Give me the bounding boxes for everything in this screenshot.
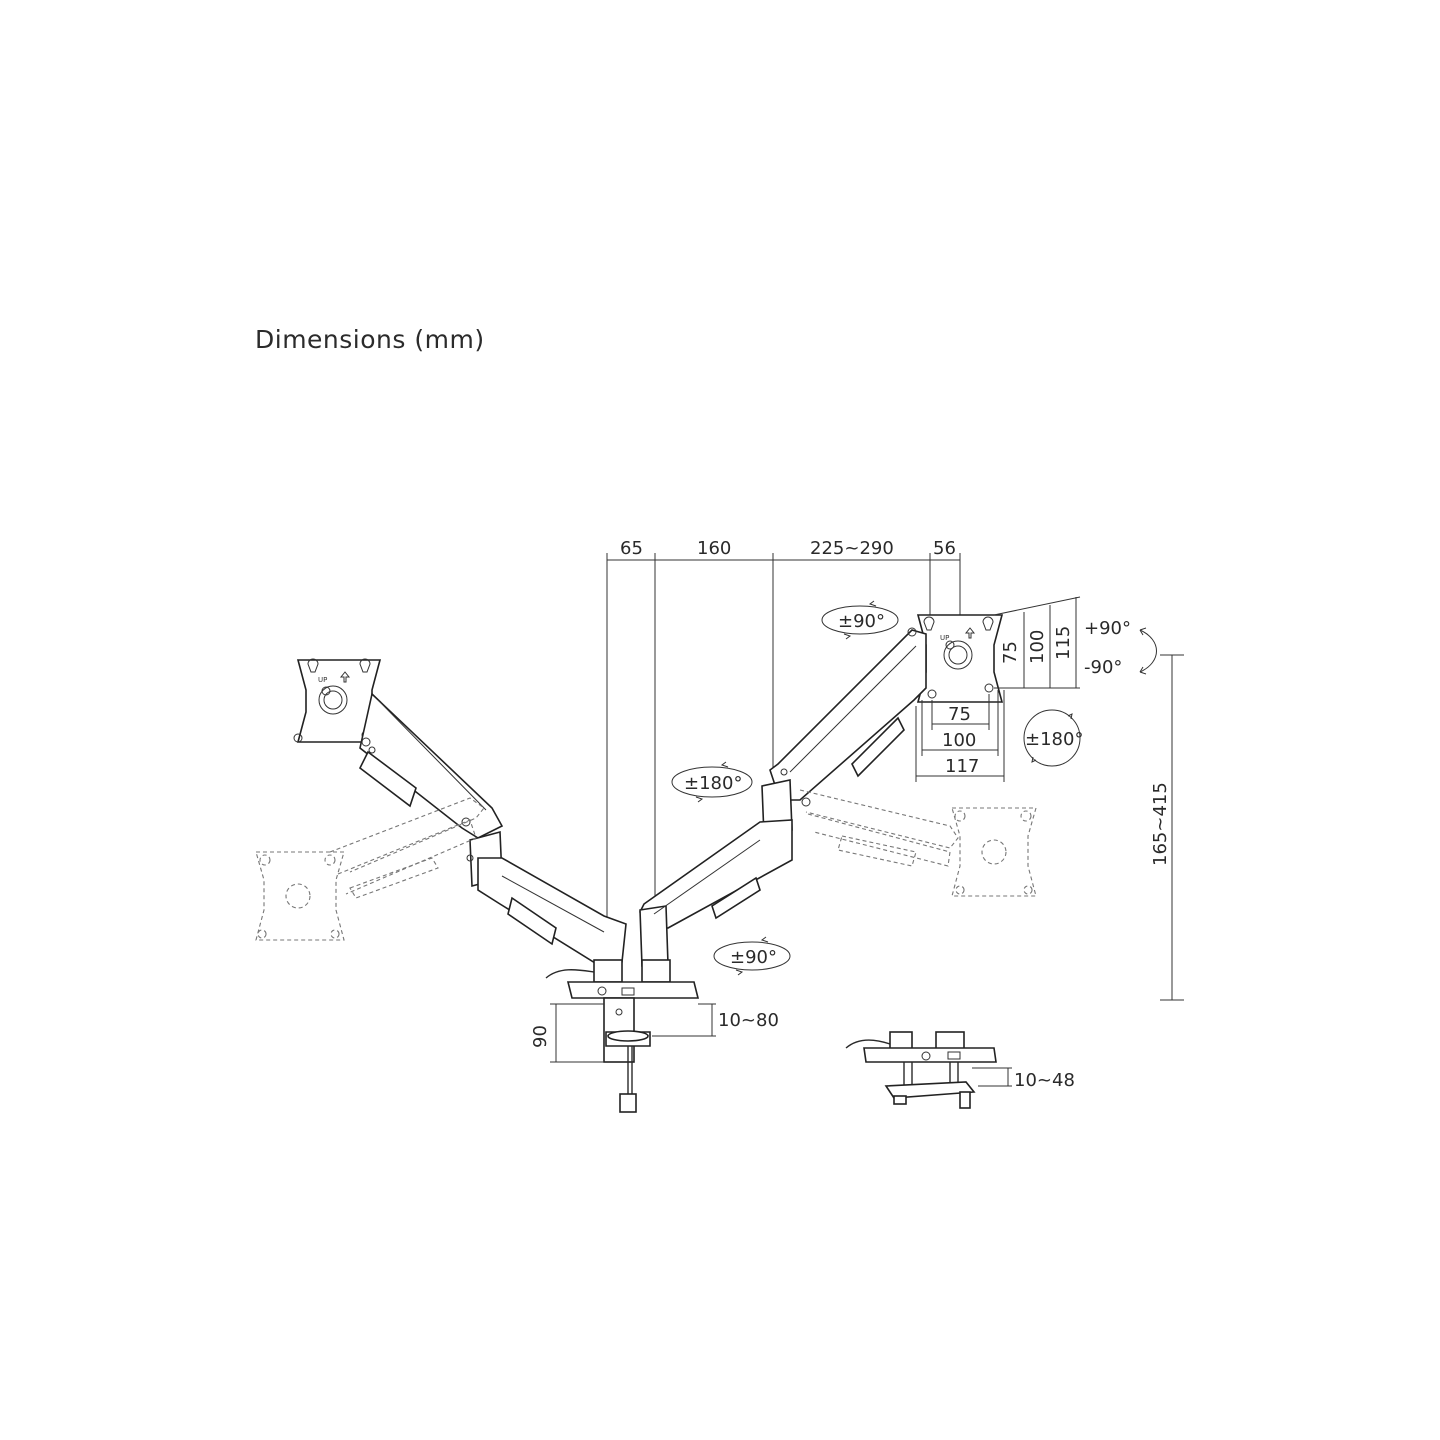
rotation-indicator-right xyxy=(1023,709,1081,767)
tilt-up-label: +90° xyxy=(1084,618,1131,639)
right-vesa-up-label: UP xyxy=(940,634,949,642)
left-ghost-arm xyxy=(255,797,485,941)
dim-65-label: 65 xyxy=(620,538,643,559)
height-dimension xyxy=(1160,654,1184,1001)
right-upper-arm xyxy=(769,627,927,807)
tilt-indicator xyxy=(1139,627,1157,675)
grommet-dimension xyxy=(972,1067,1012,1087)
right-vesa-plate: UP xyxy=(916,614,1004,703)
clamp-dimension xyxy=(550,1003,716,1063)
vesa-115-vertical-label: 115 xyxy=(1053,626,1074,660)
dim-160-label: 160 xyxy=(697,538,731,559)
left-upper-arm xyxy=(358,692,504,839)
clamp-range-label: 10~80 xyxy=(718,1010,779,1031)
vesa-75-horizontal-label: 75 xyxy=(948,704,971,725)
vesa-100-vertical-label: 100 xyxy=(1027,630,1048,664)
base-and-clamp xyxy=(545,959,700,1113)
dim-225-290-label: 225~290 xyxy=(810,538,894,559)
rotate-middle-label: ±180° xyxy=(684,773,742,794)
swivel-top-label: ±90° xyxy=(838,611,885,632)
vesa-75-vertical-label: 75 xyxy=(1000,641,1021,664)
clamp-height-label: 90 xyxy=(530,1025,551,1048)
vesa-100-horizontal-label: 100 xyxy=(942,730,976,751)
right-ghost-arm xyxy=(799,789,1037,897)
left-lower-arm xyxy=(466,830,627,967)
swivel-base-label: ±90° xyxy=(730,947,777,968)
top-dimension-lines xyxy=(606,553,961,935)
tilt-down-label: -90° xyxy=(1084,657,1122,678)
right-lower-arm xyxy=(639,779,793,967)
left-vesa-up-label: UP xyxy=(318,676,327,684)
rotation-indicator-middle xyxy=(671,761,753,803)
swivel-indicator-base xyxy=(713,936,791,976)
swivel-indicator-top xyxy=(821,600,899,640)
vesa-horizontal-dims xyxy=(915,690,1005,782)
vesa-117-horizontal-label: 117 xyxy=(945,756,979,777)
height-range-label: 165~415 xyxy=(1150,782,1171,866)
page-title: Dimensions (mm) xyxy=(255,325,485,354)
grommet-base xyxy=(845,1031,997,1109)
dim-56-label: 56 xyxy=(933,538,956,559)
rotate-right-label: ±180° xyxy=(1025,729,1083,750)
grommet-range-label: 10~48 xyxy=(1014,1070,1075,1091)
vesa-vertical-dims xyxy=(993,596,1081,689)
